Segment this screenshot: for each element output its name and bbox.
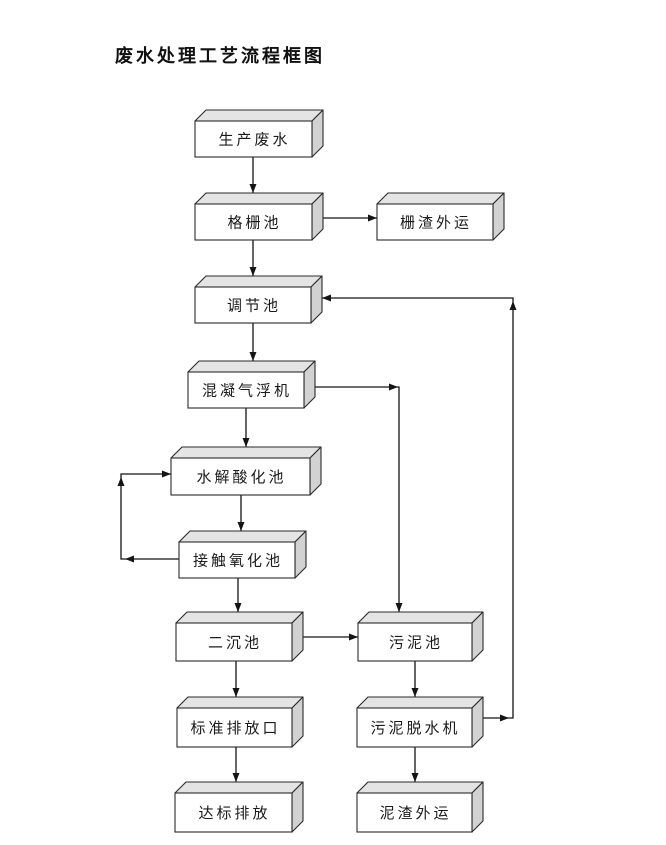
node-secondary-sedimentation-pool: 二沉池 [175, 611, 304, 662]
box-top-face [176, 696, 304, 709]
edge-dewatering-return-to-regulating [322, 294, 517, 722]
node-screen-residue-out: 栅渣外运 [376, 192, 505, 241]
node-label: 混凝气浮机 [202, 382, 292, 399]
arrowhead-icon [509, 301, 517, 310]
arrowhead-icon [125, 555, 134, 563]
node-label: 格栅池 [227, 214, 281, 231]
box-top-face [194, 109, 324, 122]
diagram-title: 废水处理工艺流程框图 [115, 46, 325, 66]
box-front-face [376, 203, 494, 241]
node-label: 泥渣外运 [379, 805, 451, 822]
edge-path [120, 473, 179, 560]
node-standard-discharge: 达标排放 [174, 781, 304, 833]
arrowhead-icon [322, 294, 331, 302]
node-label: 调节池 [227, 297, 281, 314]
edge-path [315, 386, 400, 612]
node-hydrolysis-acidification-pool: 水解酸化池 [170, 446, 322, 496]
arrowhead-icon [117, 477, 125, 486]
node-coagulation-air-flotation: 混凝气浮机 [187, 360, 316, 409]
box-top-face [356, 696, 484, 709]
node-sludge-pool: 污泥池 [357, 611, 484, 662]
box-front-face [187, 371, 305, 409]
arrowhead-icon [389, 383, 398, 391]
node-label: 生产废水 [218, 131, 290, 148]
box-top-face [376, 192, 505, 205]
node-label: 栅渣外运 [400, 214, 472, 231]
box-front-face [357, 622, 473, 662]
node-label: 接触氧化池 [193, 552, 283, 569]
node-label: 污泥脱水机 [370, 720, 460, 737]
box-front-face [170, 457, 311, 496]
box-front-face [356, 707, 473, 748]
box-front-face [194, 286, 312, 324]
box-front-face [178, 541, 296, 579]
box-front-face [194, 203, 313, 241]
box-front-face [356, 792, 473, 833]
node-label: 污泥池 [389, 634, 443, 651]
edge-flotation-to-sludge-pool [315, 383, 403, 612]
node-label: 二沉池 [208, 634, 262, 651]
node-production-wastewater: 生产废水 [194, 109, 324, 158]
node-label: 水解酸化池 [196, 469, 286, 486]
node-contact-oxidation-pool: 接触氧化池 [178, 530, 307, 579]
box-top-face [187, 360, 316, 373]
node-standard-discharge-outlet: 标准排放口 [176, 696, 304, 748]
box-top-face [178, 530, 307, 543]
box-front-face [176, 707, 293, 748]
node-grid-pool: 格栅池 [194, 192, 324, 241]
arrowhead-icon [500, 714, 509, 722]
arrowhead-icon [162, 470, 171, 478]
node-label: 标准排放口 [190, 720, 280, 737]
node-mud-residue-out: 泥渣外运 [356, 781, 484, 833]
box-top-face [194, 275, 323, 288]
box-front-face [174, 792, 293, 833]
box-front-face [175, 622, 293, 662]
edge-path [322, 297, 514, 719]
box-top-face [174, 781, 304, 794]
edges-layer [117, 157, 517, 782]
box-top-face [356, 781, 484, 794]
node-label: 达标排放 [198, 805, 270, 822]
box-top-face [357, 611, 484, 624]
box-top-face [194, 192, 324, 205]
box-top-face [170, 446, 322, 459]
box-top-face [175, 611, 304, 624]
edge-contact-return-to-hydrolysis [117, 470, 179, 563]
node-sludge-dewatering-machine: 污泥脱水机 [356, 696, 484, 748]
node-regulating-pool: 调节池 [194, 275, 323, 324]
box-front-face [194, 120, 313, 158]
arrowhead-icon [395, 603, 403, 612]
